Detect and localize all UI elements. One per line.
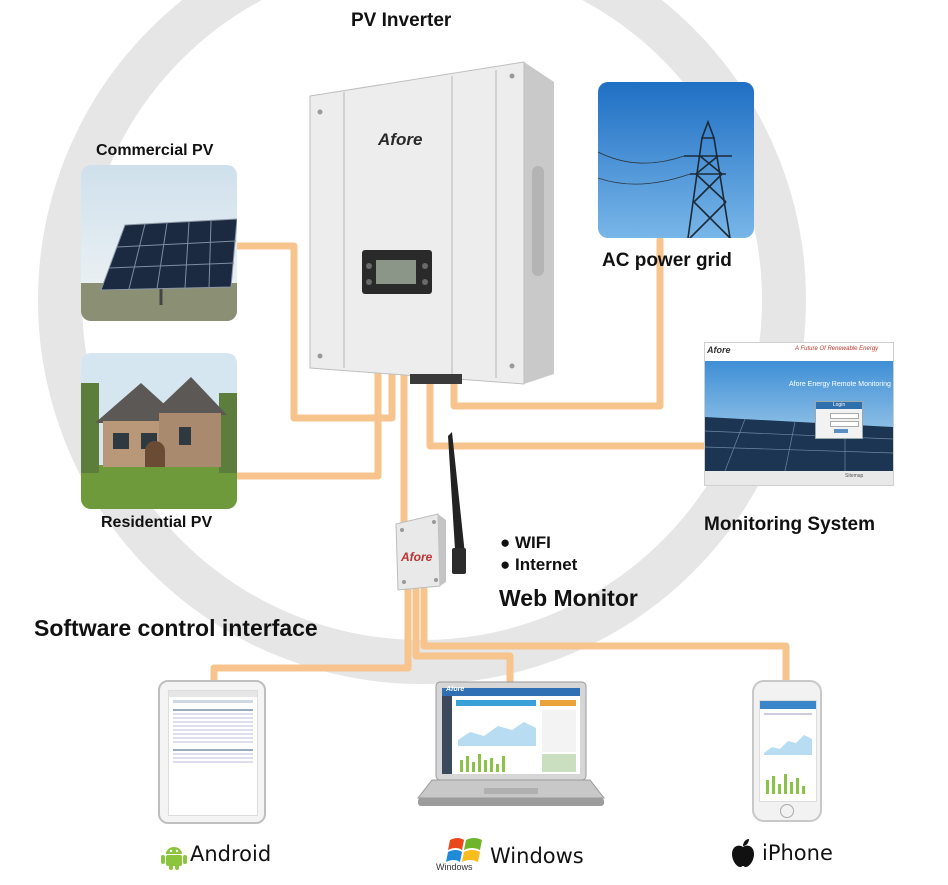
commercial-pv-label: Commercial PV (96, 142, 214, 159)
windows-icon (446, 838, 482, 862)
android-label: Android (190, 842, 272, 866)
apple-icon (732, 839, 754, 867)
monitoring-banner: Afore Energy Remote Monitoring (789, 381, 891, 388)
android-tablet (158, 680, 266, 824)
residential-pv-photo (81, 353, 237, 509)
iphone-label: iPhone (762, 841, 833, 865)
background-ring (38, 0, 806, 684)
monitoring-footer: Sitemap (705, 471, 893, 485)
monitoring-system-label: Monitoring System (704, 514, 876, 535)
ac-grid-label: AC power grid (602, 250, 732, 271)
windows-label: Windows (490, 844, 584, 868)
login-password-field[interactable] (830, 421, 859, 427)
residential-pv-label: Residential PV (101, 514, 213, 531)
web-monitor-device (395, 432, 466, 591)
login-title: Login (816, 402, 862, 409)
cable-commercial-pv (232, 242, 396, 422)
web-monitor-brand: Afore (401, 550, 433, 564)
monitoring-screen: Afore A Future Of Renewable Energy Afore… (704, 342, 894, 486)
cable-ac-grid (450, 236, 664, 410)
commercial-pv-photo (81, 165, 237, 321)
iphone-device (752, 680, 822, 822)
login-username-field[interactable] (830, 413, 859, 419)
monitoring-footer-link[interactable]: Sitemap (845, 473, 864, 479)
iphone-screen (759, 700, 817, 802)
web-monitor-label: Web Monitor (499, 585, 638, 611)
android-tablet-screen (168, 690, 258, 816)
login-panel[interactable]: Login (815, 401, 863, 439)
cable-monitoring (426, 368, 708, 450)
cable-iphone (420, 586, 790, 688)
section-title: Software control interface (34, 615, 318, 641)
cables (210, 236, 790, 688)
ac-grid-photo (598, 82, 754, 238)
monitoring-tagline: A Future Of Renewable Energy (795, 346, 879, 352)
windows-laptop-brand: Afore (446, 686, 465, 693)
cable-windows (412, 586, 514, 688)
cable-residential-pv (232, 368, 382, 480)
page-title: PV Inverter (351, 10, 452, 31)
feature-wifi-text: WIFI (515, 533, 551, 552)
cable-android (210, 586, 412, 688)
feature-internet-text: Internet (515, 555, 578, 574)
feature-internet: ● Internet (500, 555, 578, 574)
login-button[interactable] (834, 429, 848, 433)
android-icon (161, 847, 187, 870)
monitoring-logo: Afore (707, 345, 731, 355)
windows-laptop (416, 681, 606, 806)
windows-logo-text: Windows (436, 862, 473, 872)
inverter-brand: Afore (378, 130, 423, 149)
feature-wifi: ● WIFI (500, 533, 551, 552)
pv-inverter (309, 61, 554, 385)
